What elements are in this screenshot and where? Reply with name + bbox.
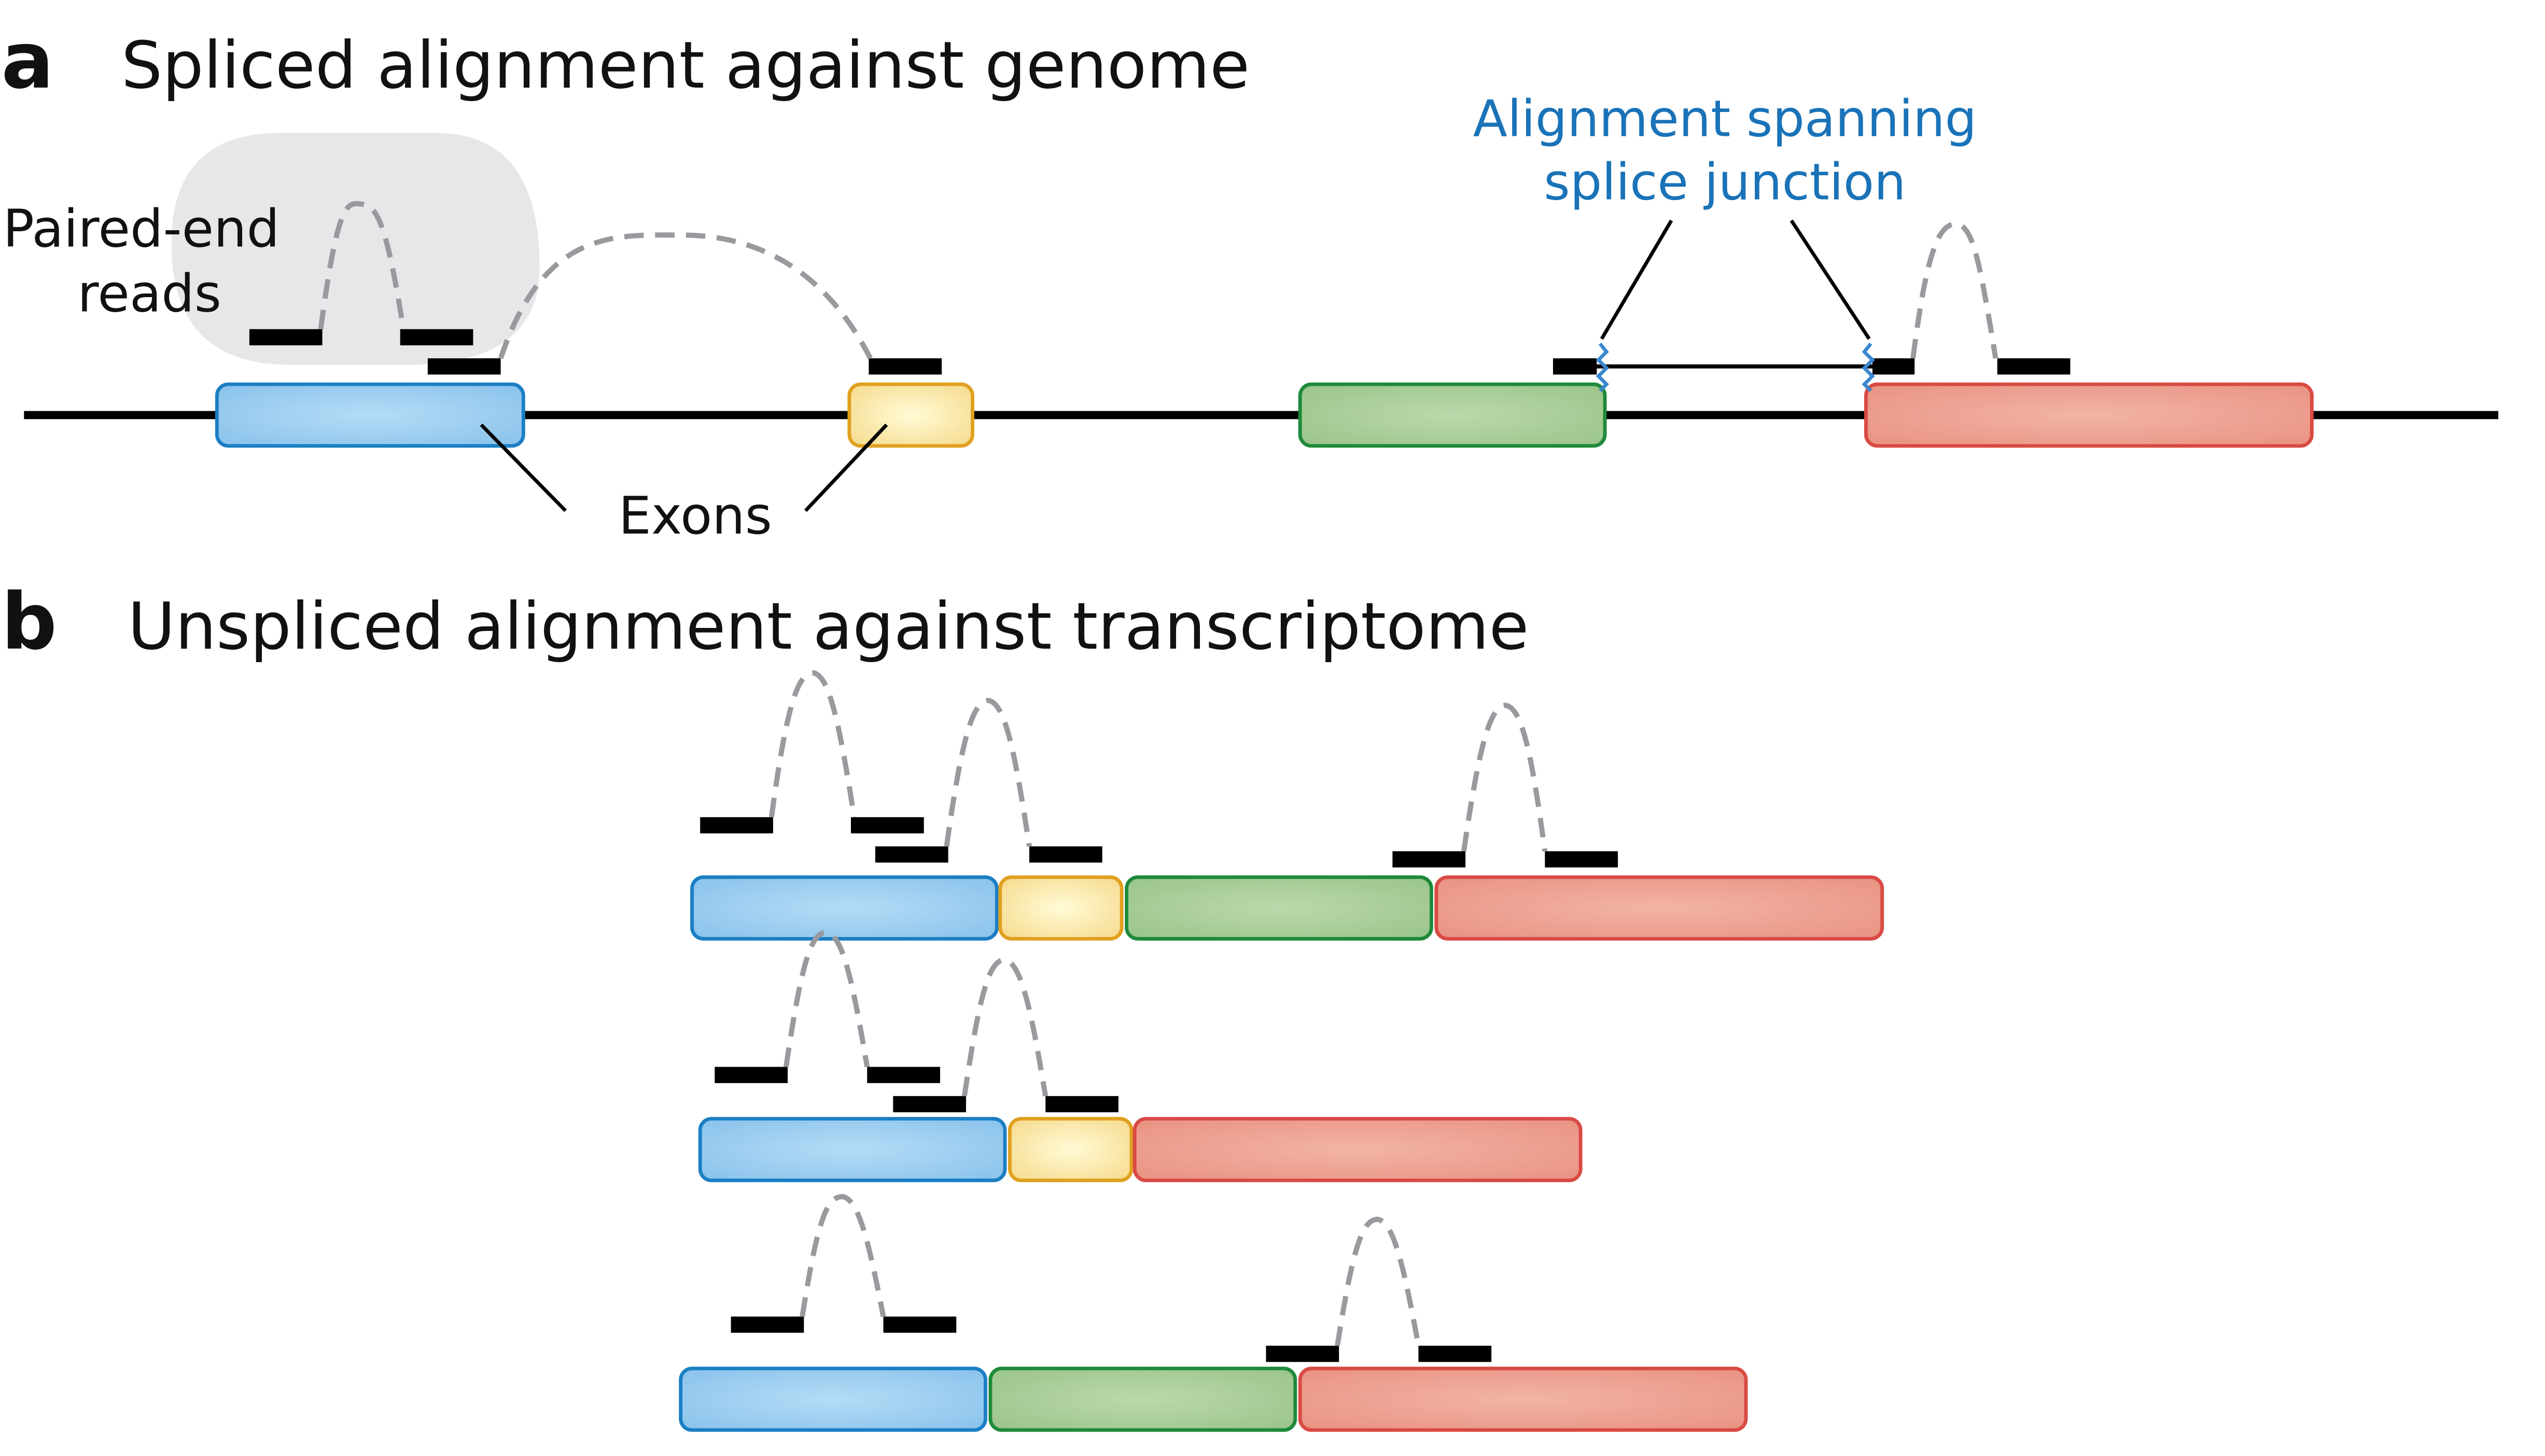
transcript-exon-red: [1132, 1117, 1583, 1182]
transcript-exon-red: [1298, 1366, 1748, 1432]
pair-link: [1461, 703, 1548, 852]
read-mate: [1029, 846, 1102, 863]
pair-link: [318, 201, 406, 330]
transcript-2: [698, 929, 1583, 1182]
exons-leader-right: [804, 423, 888, 512]
pair-link: [498, 232, 873, 360]
read-mate: [883, 1317, 957, 1333]
read-mate: [1045, 1096, 1118, 1113]
pair-link: [944, 697, 1032, 847]
transcript-1: [690, 670, 1884, 941]
read-mate: [850, 817, 924, 834]
panel-b: b Unspliced alignment against transcript…: [1, 577, 1884, 1432]
read-mate: [893, 1096, 967, 1113]
junction-leader-right: [1789, 219, 1871, 340]
read-mate: [1997, 358, 2071, 375]
pair-link: [1335, 1216, 1421, 1347]
transcript-exon-green: [988, 1366, 1297, 1432]
transcript-exon-yellow: [998, 875, 1124, 941]
panel-a-letter: a: [1, 16, 53, 106]
panel-a-title: Spliced alignment against genome: [121, 28, 1250, 103]
transcript-exon-red: [1434, 875, 1884, 941]
pair-link: [783, 929, 870, 1068]
read-mate: [1545, 851, 1618, 867]
pair-link: [768, 670, 857, 818]
pair-link: [961, 957, 1048, 1097]
read-mate: [875, 846, 948, 863]
transcript-exon-blue: [690, 875, 999, 941]
exons-leader-left: [480, 423, 567, 512]
read-mate: [700, 817, 773, 834]
exons-label: Exons: [619, 485, 772, 546]
panel-b-letter: b: [1, 577, 57, 667]
read-mate: [715, 1067, 788, 1083]
transcript-exon-blue: [698, 1117, 1007, 1182]
transcript-3: [679, 1194, 1748, 1432]
read-mate: [427, 358, 501, 375]
reads-label-line1: Paired-end: [3, 198, 280, 259]
genome-exon-blue: [215, 382, 525, 448]
read-mate: [1266, 1346, 1339, 1362]
splice-junction-marker: [1862, 342, 1875, 393]
panel-b-title: Unspliced alignment against transcriptom…: [128, 589, 1529, 664]
transcript-exon-yellow: [1008, 1117, 1134, 1182]
read-mate: [1392, 851, 1466, 867]
read-mate: [249, 329, 323, 346]
genome-exon-yellow: [847, 382, 974, 448]
reads-highlight-bubble: [171, 133, 540, 365]
read-spliced-segment: [1553, 358, 1597, 375]
splice-junction-marker: [1596, 342, 1610, 393]
junction-label-line2: splice junction: [1544, 153, 1906, 212]
transcript-exon-green: [1125, 875, 1433, 941]
read-mate: [1418, 1346, 1492, 1362]
panel-a: a Spliced alignment against genome Paire…: [1, 16, 2498, 546]
genome-exon-green: [1298, 382, 1607, 448]
read-mate: [867, 1067, 940, 1083]
read-mate: [400, 329, 473, 346]
read-spliced-segment: [1872, 358, 1915, 375]
genome-exon-red: [1864, 382, 2314, 448]
junction-leader-left: [1600, 219, 1673, 340]
read-mate: [731, 1317, 804, 1333]
read-mate: [869, 358, 942, 375]
transcript-exon-blue: [679, 1366, 987, 1432]
pair-link: [1910, 221, 1998, 359]
pair-link: [800, 1194, 886, 1318]
reads-label-line2: reads: [77, 263, 221, 324]
junction-label-line1: Alignment spanning: [1473, 90, 1977, 148]
